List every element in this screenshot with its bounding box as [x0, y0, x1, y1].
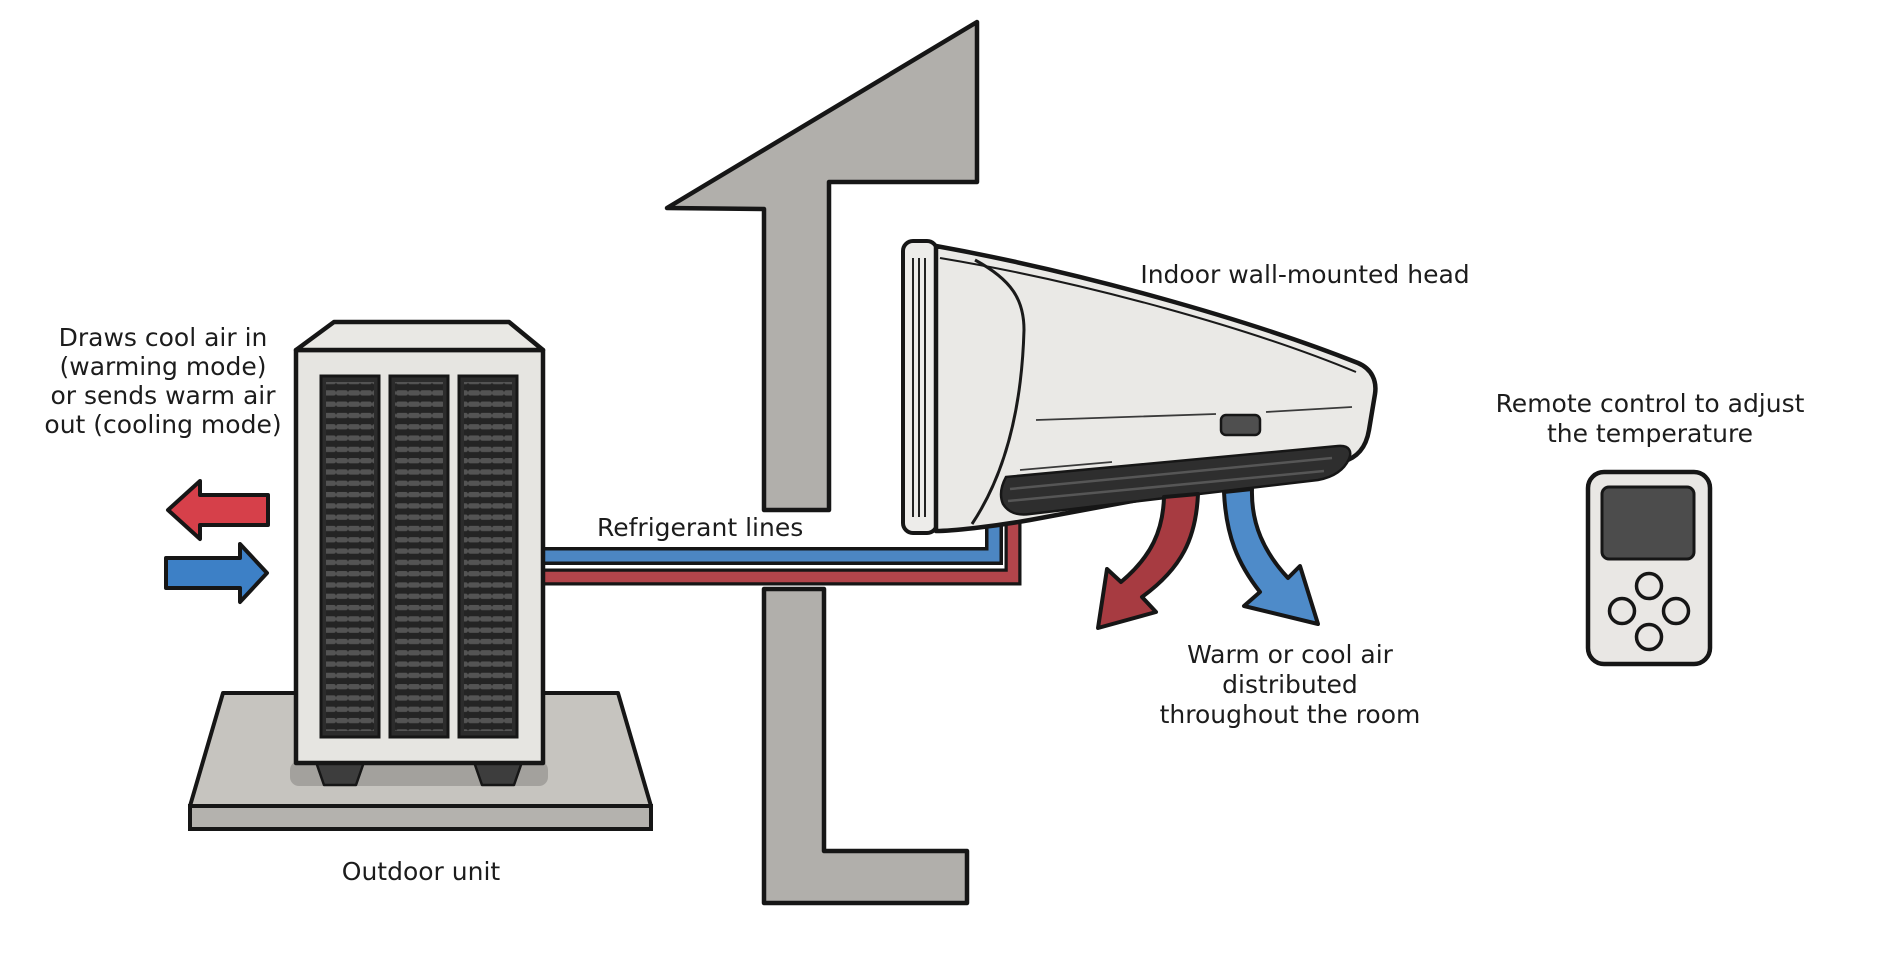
- warm-air-distribution-arrow: [1096, 492, 1200, 630]
- cool-air-distribution-arrow: [1222, 487, 1320, 626]
- remote-screen: [1600, 485, 1696, 561]
- air-distribution-label: Warm or cool air distributed throughout …: [1140, 640, 1440, 730]
- remote-control-line-1: Remote control to adjust: [1495, 389, 1805, 418]
- indoor-unit-display-button: [1219, 413, 1262, 437]
- indoor-unit-corner-seam: [970, 258, 1026, 525]
- refrigerant-line-red: [538, 512, 1019, 583]
- outdoor-unit: [188, 319, 653, 831]
- concrete-pad-front: [188, 804, 653, 831]
- outdoor-unit-top: [293, 319, 546, 353]
- indoor-unit-panel-seam: [1019, 406, 1353, 471]
- outdoor-mode-line-1: Draws cool air in: [58, 323, 268, 352]
- indoor-head-label: Indoor wall-mounted head: [1140, 260, 1470, 289]
- remote-button-right: [1661, 596, 1691, 626]
- outdoor-mode-line-4: out (cooling mode): [44, 410, 282, 439]
- lower-wall-floor: [761, 586, 970, 906]
- outdoor-mode-label: Draws cool air in (warming mode) or send…: [13, 323, 313, 439]
- remote-button-up: [1634, 571, 1664, 601]
- remote-button-left: [1607, 596, 1637, 626]
- outdoor-mode-line-2: (warming mode): [59, 352, 267, 381]
- remote-control-line-2: the temperature: [1546, 419, 1754, 448]
- unit-foot-left: [314, 760, 366, 787]
- indoor-unit-vent-slats: [1007, 456, 1333, 503]
- air-distribution-line-1: Warm or cool air: [1187, 640, 1393, 669]
- wall-roof-cross-section: [664, 19, 980, 906]
- indoor-unit-vent: [999, 444, 1352, 516]
- roof-upper-wall: [664, 19, 980, 513]
- remote-control: [1585, 469, 1713, 667]
- outdoor-unit-label: Outdoor unit: [341, 857, 501, 886]
- outdoor-unit-grilles: [319, 374, 519, 739]
- outdoor-mode-line-3: or sends warm air: [50, 381, 276, 410]
- cool-air-in-arrow: [164, 542, 269, 604]
- indoor-unit: [901, 239, 1378, 535]
- air-distribution-line-2: distributed: [1222, 670, 1358, 699]
- remote-button-down: [1634, 622, 1664, 652]
- left-cap-vent-slits: [912, 258, 926, 517]
- warm-air-out-arrow: [166, 479, 270, 541]
- unit-foot-right: [472, 760, 524, 787]
- remote-control-label: Remote control to adjust the temperature: [1494, 389, 1806, 449]
- refrigerant-lines-label: Refrigerant lines: [597, 513, 804, 542]
- air-distribution-line-3: throughout the room: [1159, 700, 1421, 729]
- indoor-unit-top-seam: [939, 257, 1357, 373]
